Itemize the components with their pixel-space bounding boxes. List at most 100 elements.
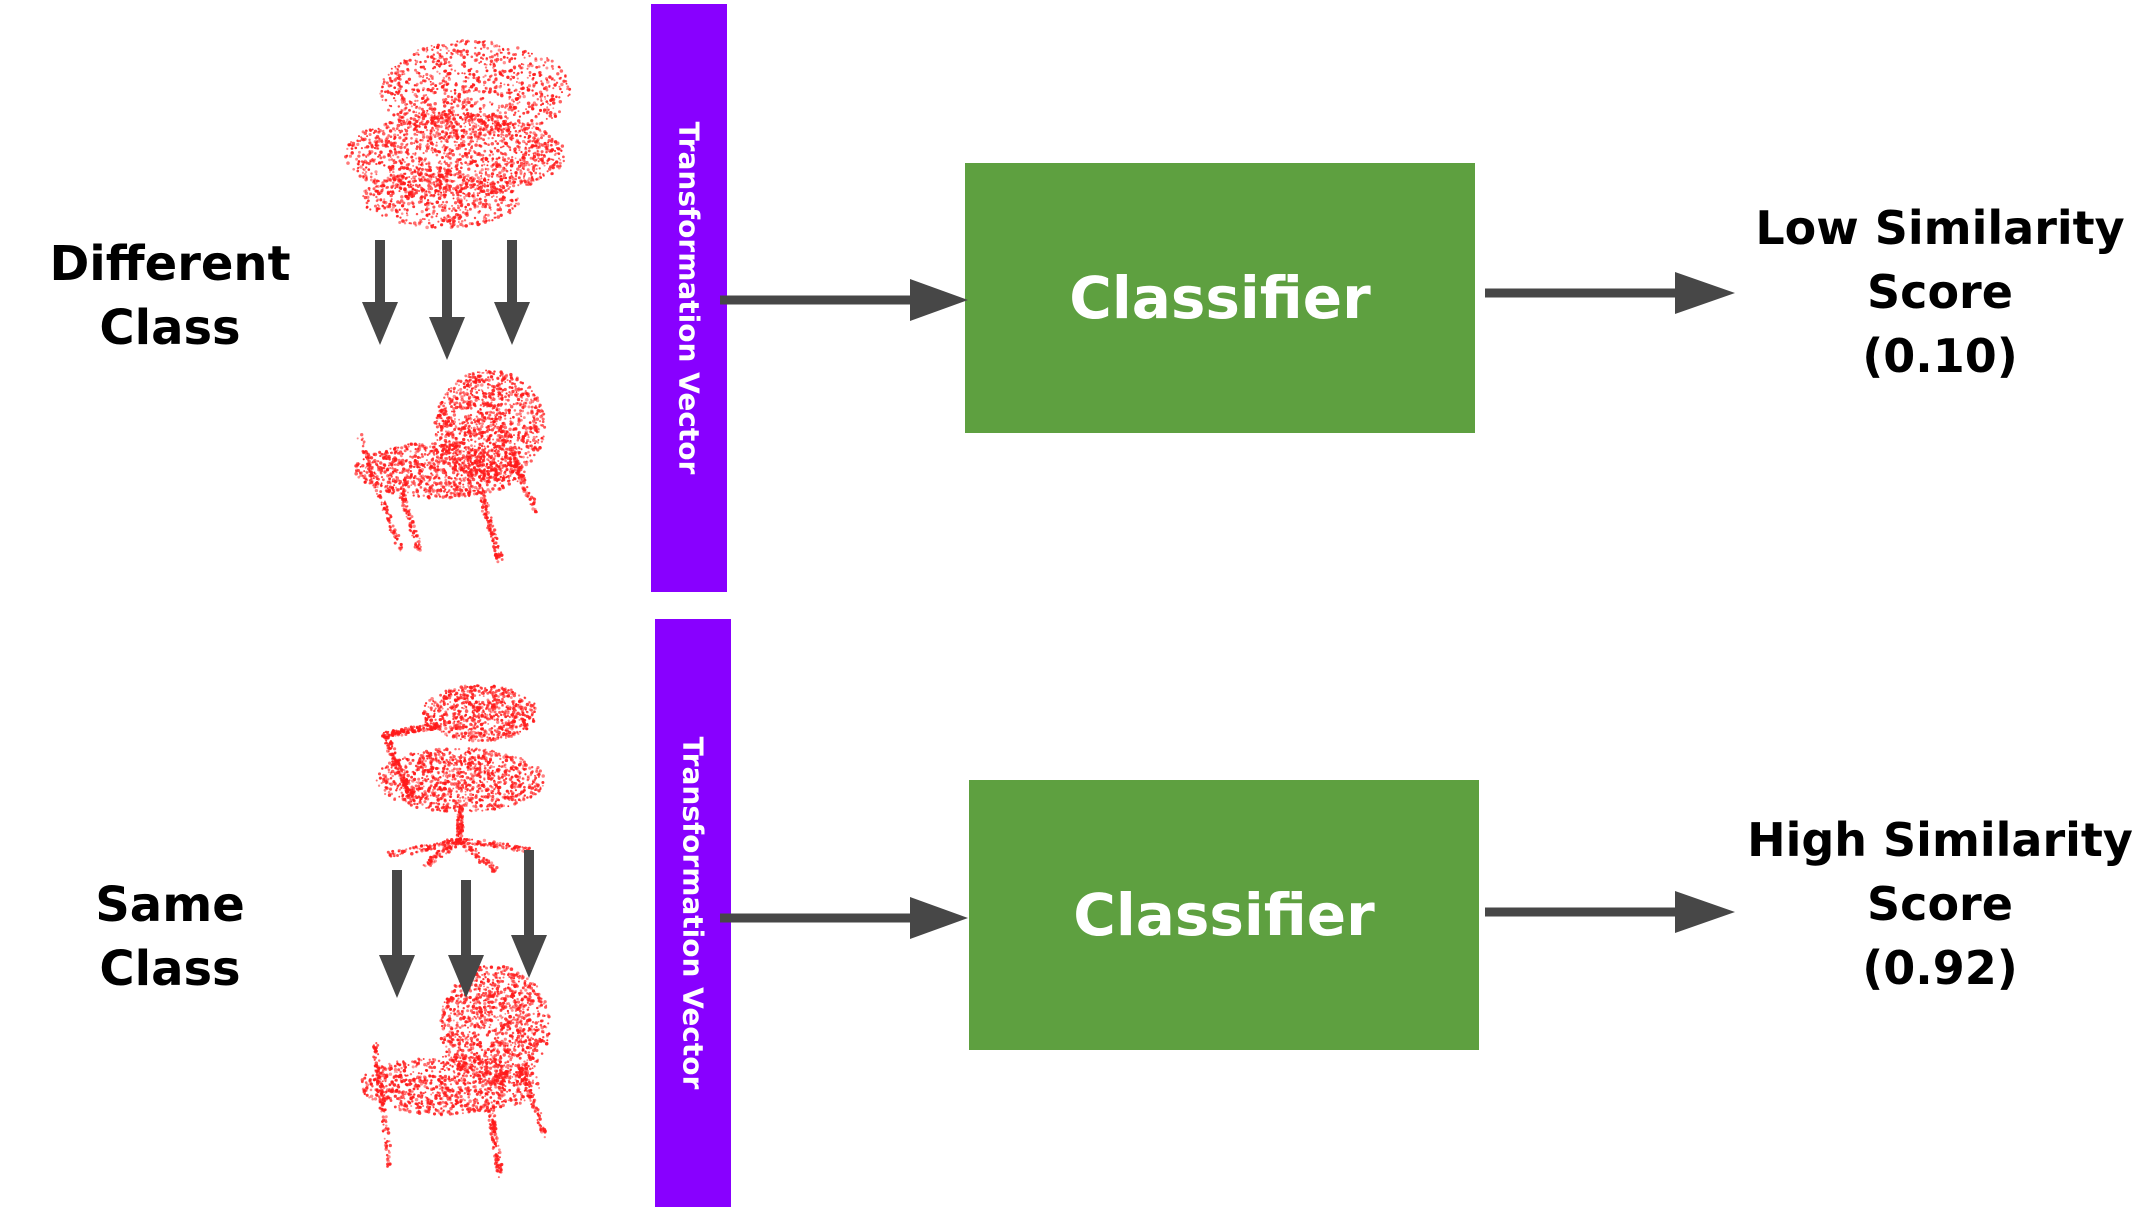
- point-cloud-dot: [401, 452, 404, 455]
- point-cloud-dot: [406, 469, 409, 473]
- point-cloud-dot: [362, 458, 365, 461]
- point-cloud-dot: [420, 107, 424, 111]
- point-cloud-dot: [450, 405, 453, 409]
- point-cloud-dot: [514, 157, 517, 160]
- point-cloud-dot: [442, 461, 446, 465]
- point-cloud-dot: [426, 103, 430, 107]
- point-cloud-dot: [365, 177, 368, 181]
- point-cloud-dot: [469, 454, 473, 457]
- point-cloud-dot: [373, 471, 376, 474]
- point-cloud-dot: [487, 436, 491, 440]
- point-cloud-dot: [500, 84, 502, 87]
- point-cloud-dot: [393, 467, 397, 472]
- point-cloud-dot: [493, 53, 497, 57]
- point-cloud-dot: [470, 135, 473, 139]
- point-cloud-dot: [527, 177, 531, 181]
- point-cloud-dot: [474, 188, 477, 191]
- point-cloud-dot: [436, 212, 439, 215]
- point-cloud-dot: [388, 104, 391, 107]
- point-cloud-dot: [412, 479, 416, 483]
- point-cloud-dot: [474, 472, 478, 476]
- point-cloud-dot: [509, 403, 512, 406]
- point-cloud-dot: [522, 63, 525, 66]
- point-cloud-dot: [419, 198, 424, 203]
- point-cloud-dot: [538, 71, 541, 74]
- point-cloud-dot: [499, 427, 503, 431]
- point-cloud-dot: [420, 468, 425, 472]
- point-cloud-dot: [462, 391, 465, 394]
- point-cloud-dot: [447, 434, 451, 438]
- point-cloud-dot: [381, 204, 385, 208]
- point-cloud-dot: [421, 138, 424, 142]
- point-cloud-dot: [381, 131, 386, 136]
- point-cloud-dot: [373, 129, 378, 133]
- point-cloud-dot: [441, 200, 445, 204]
- point-cloud-dot: [425, 47, 428, 50]
- point-cloud-dot: [429, 116, 433, 120]
- point-cloud-dot: [440, 408, 443, 412]
- point-cloud-dot: [521, 50, 526, 54]
- point-cloud-dot: [508, 479, 511, 482]
- point-cloud-dot: [487, 90, 492, 94]
- point-cloud-dot: [387, 84, 391, 88]
- point-cloud-dot: [470, 120, 474, 124]
- point-cloud-dot: [369, 128, 373, 132]
- point-cloud-dot: [396, 488, 400, 492]
- point-cloud-dot: [478, 467, 481, 471]
- point-cloud-dot: [437, 190, 441, 193]
- point-cloud-dot: [461, 490, 464, 493]
- point-cloud-dot: [463, 431, 467, 435]
- point-cloud-dot: [484, 395, 488, 398]
- point-cloud-dot: [478, 186, 481, 189]
- point-cloud-dot: [404, 445, 408, 449]
- point-cloud-dot: [538, 430, 540, 433]
- point-cloud-dot: [558, 96, 561, 99]
- point-cloud-dot: [431, 142, 435, 146]
- point-cloud-dot: [449, 225, 454, 230]
- point-cloud-dot: [481, 398, 484, 402]
- point-cloud-dot: [405, 166, 409, 171]
- point-cloud-dot: [487, 474, 490, 477]
- point-cloud-dot: [363, 477, 366, 480]
- point-cloud-dot: [486, 371, 489, 375]
- point-cloud-dot: [495, 57, 500, 62]
- point-cloud-dot: [473, 473, 477, 478]
- point-cloud-dot: [490, 195, 494, 199]
- point-cloud-dot: [493, 90, 497, 94]
- point-cloud-dot: [479, 460, 482, 464]
- point-cloud-dot: [418, 148, 422, 151]
- point-cloud-dot: [560, 149, 563, 152]
- point-cloud-dot: [419, 60, 422, 64]
- point-cloud-dot: [474, 173, 478, 177]
- point-cloud-dot: [534, 140, 538, 144]
- point-cloud-dot: [516, 450, 520, 454]
- point-cloud-dot: [482, 134, 485, 137]
- point-cloud-dot: [512, 476, 516, 480]
- point-cloud-dot: [532, 101, 536, 105]
- point-cloud-dot: [379, 156, 383, 160]
- point-cloud-dot: [460, 489, 464, 492]
- point-cloud-dot: [403, 107, 407, 111]
- point-cloud-dot: [486, 453, 489, 457]
- point-cloud-dot: [492, 528, 496, 532]
- point-cloud-dot: [543, 61, 547, 64]
- point-cloud-dot: [556, 72, 560, 76]
- point-cloud-dot: [400, 195, 404, 199]
- point-cloud-dot: [481, 463, 486, 467]
- point-cloud-dot: [499, 124, 503, 127]
- point-cloud-dot: [564, 80, 568, 83]
- point-cloud-dot: [479, 144, 483, 148]
- point-cloud-dot: [470, 430, 473, 433]
- point-cloud-dot: [408, 175, 411, 179]
- point-cloud-dot: [423, 218, 426, 221]
- point-cloud-dot: [427, 219, 431, 222]
- point-cloud-dot: [361, 437, 364, 440]
- point-cloud-dot: [449, 115, 452, 118]
- point-cloud-dot: [399, 542, 403, 547]
- point-cloud-dot: [488, 441, 492, 445]
- point-cloud-dot: [498, 198, 502, 202]
- point-cloud-dot: [467, 429, 472, 433]
- point-cloud-dot: [508, 385, 512, 389]
- point-cloud-dot: [508, 395, 511, 398]
- point-cloud-dot: [365, 129, 369, 133]
